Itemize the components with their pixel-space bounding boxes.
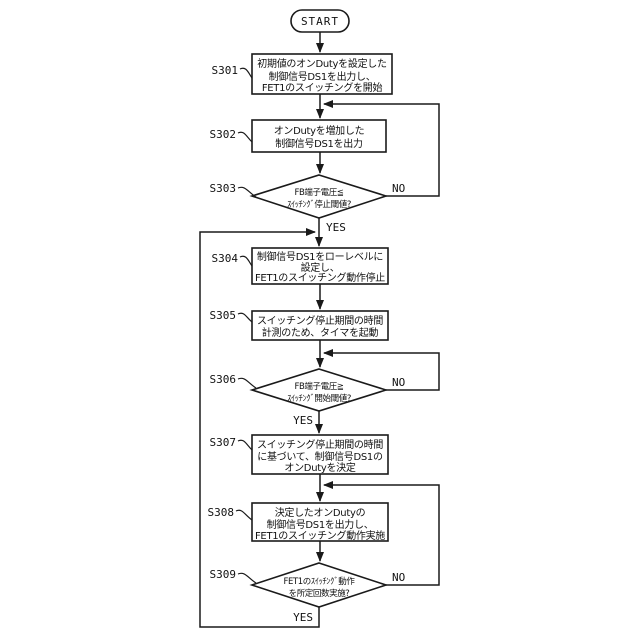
s308-line1: 決定したオンDutyの	[275, 506, 366, 519]
s304-line1: 制御信号DS1をローレベルに	[257, 250, 383, 263]
s307-line2: に基づいて、制御信号DS1の	[257, 450, 383, 463]
s307-line3: オンDutyを決定	[284, 461, 355, 474]
s303-line2: ｽｲｯﾁﾝｸﾞ停止閾値?	[287, 199, 351, 210]
s307-tag: S307	[210, 436, 237, 449]
loop-s309-no	[323, 481, 440, 586]
s309-line1: FET1のｽｲｯﾁﾝｸﾞ動作	[284, 576, 356, 587]
s303-no-label: NO	[392, 182, 405, 195]
step-s306: FB端子電圧≧ ｽｲｯﾁﾝｸﾞ開始閾値? S306 NO YES	[210, 368, 405, 427]
loop-s309-yes	[199, 228, 320, 628]
s307-box	[251, 434, 389, 475]
s305-line1: スイッチング停止期間の時間	[257, 314, 383, 327]
s301-line2: 制御信号DS1を出力し、	[269, 70, 376, 83]
s309-line2: を所定回数実施?	[289, 588, 350, 599]
s306-line2: ｽｲｯﾁﾝｸﾞ開始閾値?	[287, 393, 351, 404]
s306-line1: FB端子電圧≧	[294, 381, 343, 392]
s306-diamond	[249, 368, 389, 412]
terminal-start: START	[290, 9, 350, 33]
connector-lines	[199, 32, 440, 628]
s304-line2: 設定し、	[301, 261, 340, 274]
step-s302: オンDutyを増加した 制御信号DS1を出力 S302	[210, 119, 387, 153]
s304-box	[251, 247, 389, 285]
s304-tag: S304	[212, 252, 239, 265]
s302-leader	[237, 131, 253, 143]
step-s304: 制御信号DS1をローレベルに 設定し、 FET1のスイッチング動作停止 S304	[212, 247, 389, 285]
s305-box	[251, 310, 389, 341]
s309-no-label: NO	[392, 571, 405, 584]
s303-yes-label: YES	[326, 221, 346, 234]
s307-line1: スイッチング停止期間の時間	[257, 438, 383, 451]
step-s309: FET1のｽｲｯﾁﾝｸﾞ動作 を所定回数実施? S309 NO YES	[210, 562, 405, 624]
s303-leader	[237, 186, 257, 198]
step-s307: スイッチング停止期間の時間 に基づいて、制御信号DS1の オンDutyを決定 S…	[210, 434, 389, 475]
s304-line3: FET1のスイッチング動作停止	[255, 271, 385, 284]
step-s301: 初期値のオンDutyを設定した 制御信号DS1を出力し、 FET1のスイッチング…	[212, 53, 393, 95]
s307-leader	[237, 439, 253, 451]
s301-tag: S301	[212, 64, 239, 77]
start-oval	[290, 9, 350, 33]
s306-leader	[237, 377, 257, 389]
s302-box	[251, 119, 387, 153]
s308-line2: 制御信号DS1を出力し、	[267, 518, 374, 531]
step-s303: FB端子電圧≦ ｽｲｯﾁﾝｸﾞ停止閾値? S303 NO YES	[210, 174, 405, 234]
s306-yes-label: YES	[293, 414, 313, 427]
s305-leader	[237, 312, 253, 323]
s305-tag: S305	[210, 309, 237, 322]
s302-tag: S302	[210, 128, 237, 141]
loop-s303-no	[323, 100, 440, 197]
s301-line1: 初期値のオンDutyを設定した	[257, 57, 387, 70]
s309-yes-label: YES	[293, 611, 313, 624]
s306-tag: S306	[210, 373, 237, 386]
s308-tag: S308	[208, 506, 235, 519]
s301-leader	[239, 67, 253, 79]
s301-line3: FET1のスイッチングを開始	[262, 81, 383, 94]
s304-leader	[239, 255, 253, 267]
s302-line1: オンDutyを増加した	[274, 124, 365, 137]
s308-leader	[235, 509, 253, 521]
loop-s306-no	[323, 349, 440, 391]
s302-line2: 制御信号DS1を出力	[275, 137, 363, 150]
s305-line2: 計測のため、タイマを起動	[262, 326, 379, 339]
s309-tag: S309	[210, 568, 237, 581]
s309-leader	[237, 572, 257, 584]
s308-box	[251, 502, 389, 542]
s303-tag: S303	[210, 182, 237, 195]
step-s305: スイッチング停止期間の時間 計測のため、タイマを起動 S305	[210, 309, 389, 341]
s303-line1: FB端子電圧≦	[294, 187, 343, 198]
s306-no-label: NO	[392, 376, 405, 389]
s301-box	[251, 53, 393, 95]
s308-line3: FET1のスイッチング動作実施	[255, 529, 385, 542]
s309-diamond	[249, 562, 389, 608]
s303-diamond	[249, 174, 389, 219]
start-label: START	[301, 15, 339, 28]
step-s308: 決定したオンDutyの 制御信号DS1を出力し、 FET1のスイッチング動作実施…	[208, 502, 389, 542]
